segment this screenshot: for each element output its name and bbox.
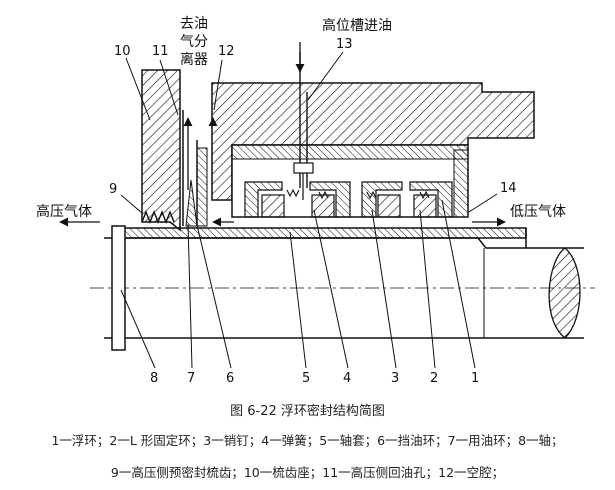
part-number-1: 1 [471,371,479,386]
part-number-11: 11 [152,44,169,59]
oil-out-label-2: 气分 [180,34,208,50]
part-number-10: 10 [114,44,131,59]
flow-arrows [59,42,506,227]
high-pressure-label: 高压气体 [36,203,92,220]
oil-out-label-1: 去油 [180,16,208,32]
comb-teeth [141,210,175,224]
legend-line-1: 1一浮环；2一L 形固定环；3一销钉；4一弹簧；5一轴套；6一挡油环；7一用油环… [51,433,564,448]
part-number-7: 7 [187,371,195,386]
part-number-2: 2 [430,371,438,386]
leader-lines [120,51,498,369]
part-number-6: 6 [226,371,234,386]
oil-out-label-3: 离器 [180,51,208,68]
oil-inlet-pipe [293,52,314,200]
part-number-12: 12 [218,44,235,59]
float-rings [244,181,453,218]
part-number-4: 4 [343,371,351,386]
oil-inlet-label: 高位槽进油 [322,17,392,34]
oil-return-passage [182,110,198,227]
figure-caption: 图 6-22 浮环密封结构简图 [230,404,385,419]
part-number-9: 9 [109,182,117,197]
part-number-3: 3 [391,371,399,386]
springs [286,188,430,200]
comb-seat [141,69,181,232]
upper-housing [211,82,535,201]
part-number-8: 8 [150,371,158,386]
part-number-14: 14 [500,181,517,196]
legend-line-2: 9一高压侧预密封梳齿；10一梳齿座；11一高压侧回油孔；12一空腔； [110,465,505,480]
low-pressure-label: 低压气体 [510,204,566,220]
part-number-5: 5 [302,371,310,386]
shaft [90,225,595,351]
cavity-wall [196,147,208,227]
part-number-13: 13 [336,37,353,52]
